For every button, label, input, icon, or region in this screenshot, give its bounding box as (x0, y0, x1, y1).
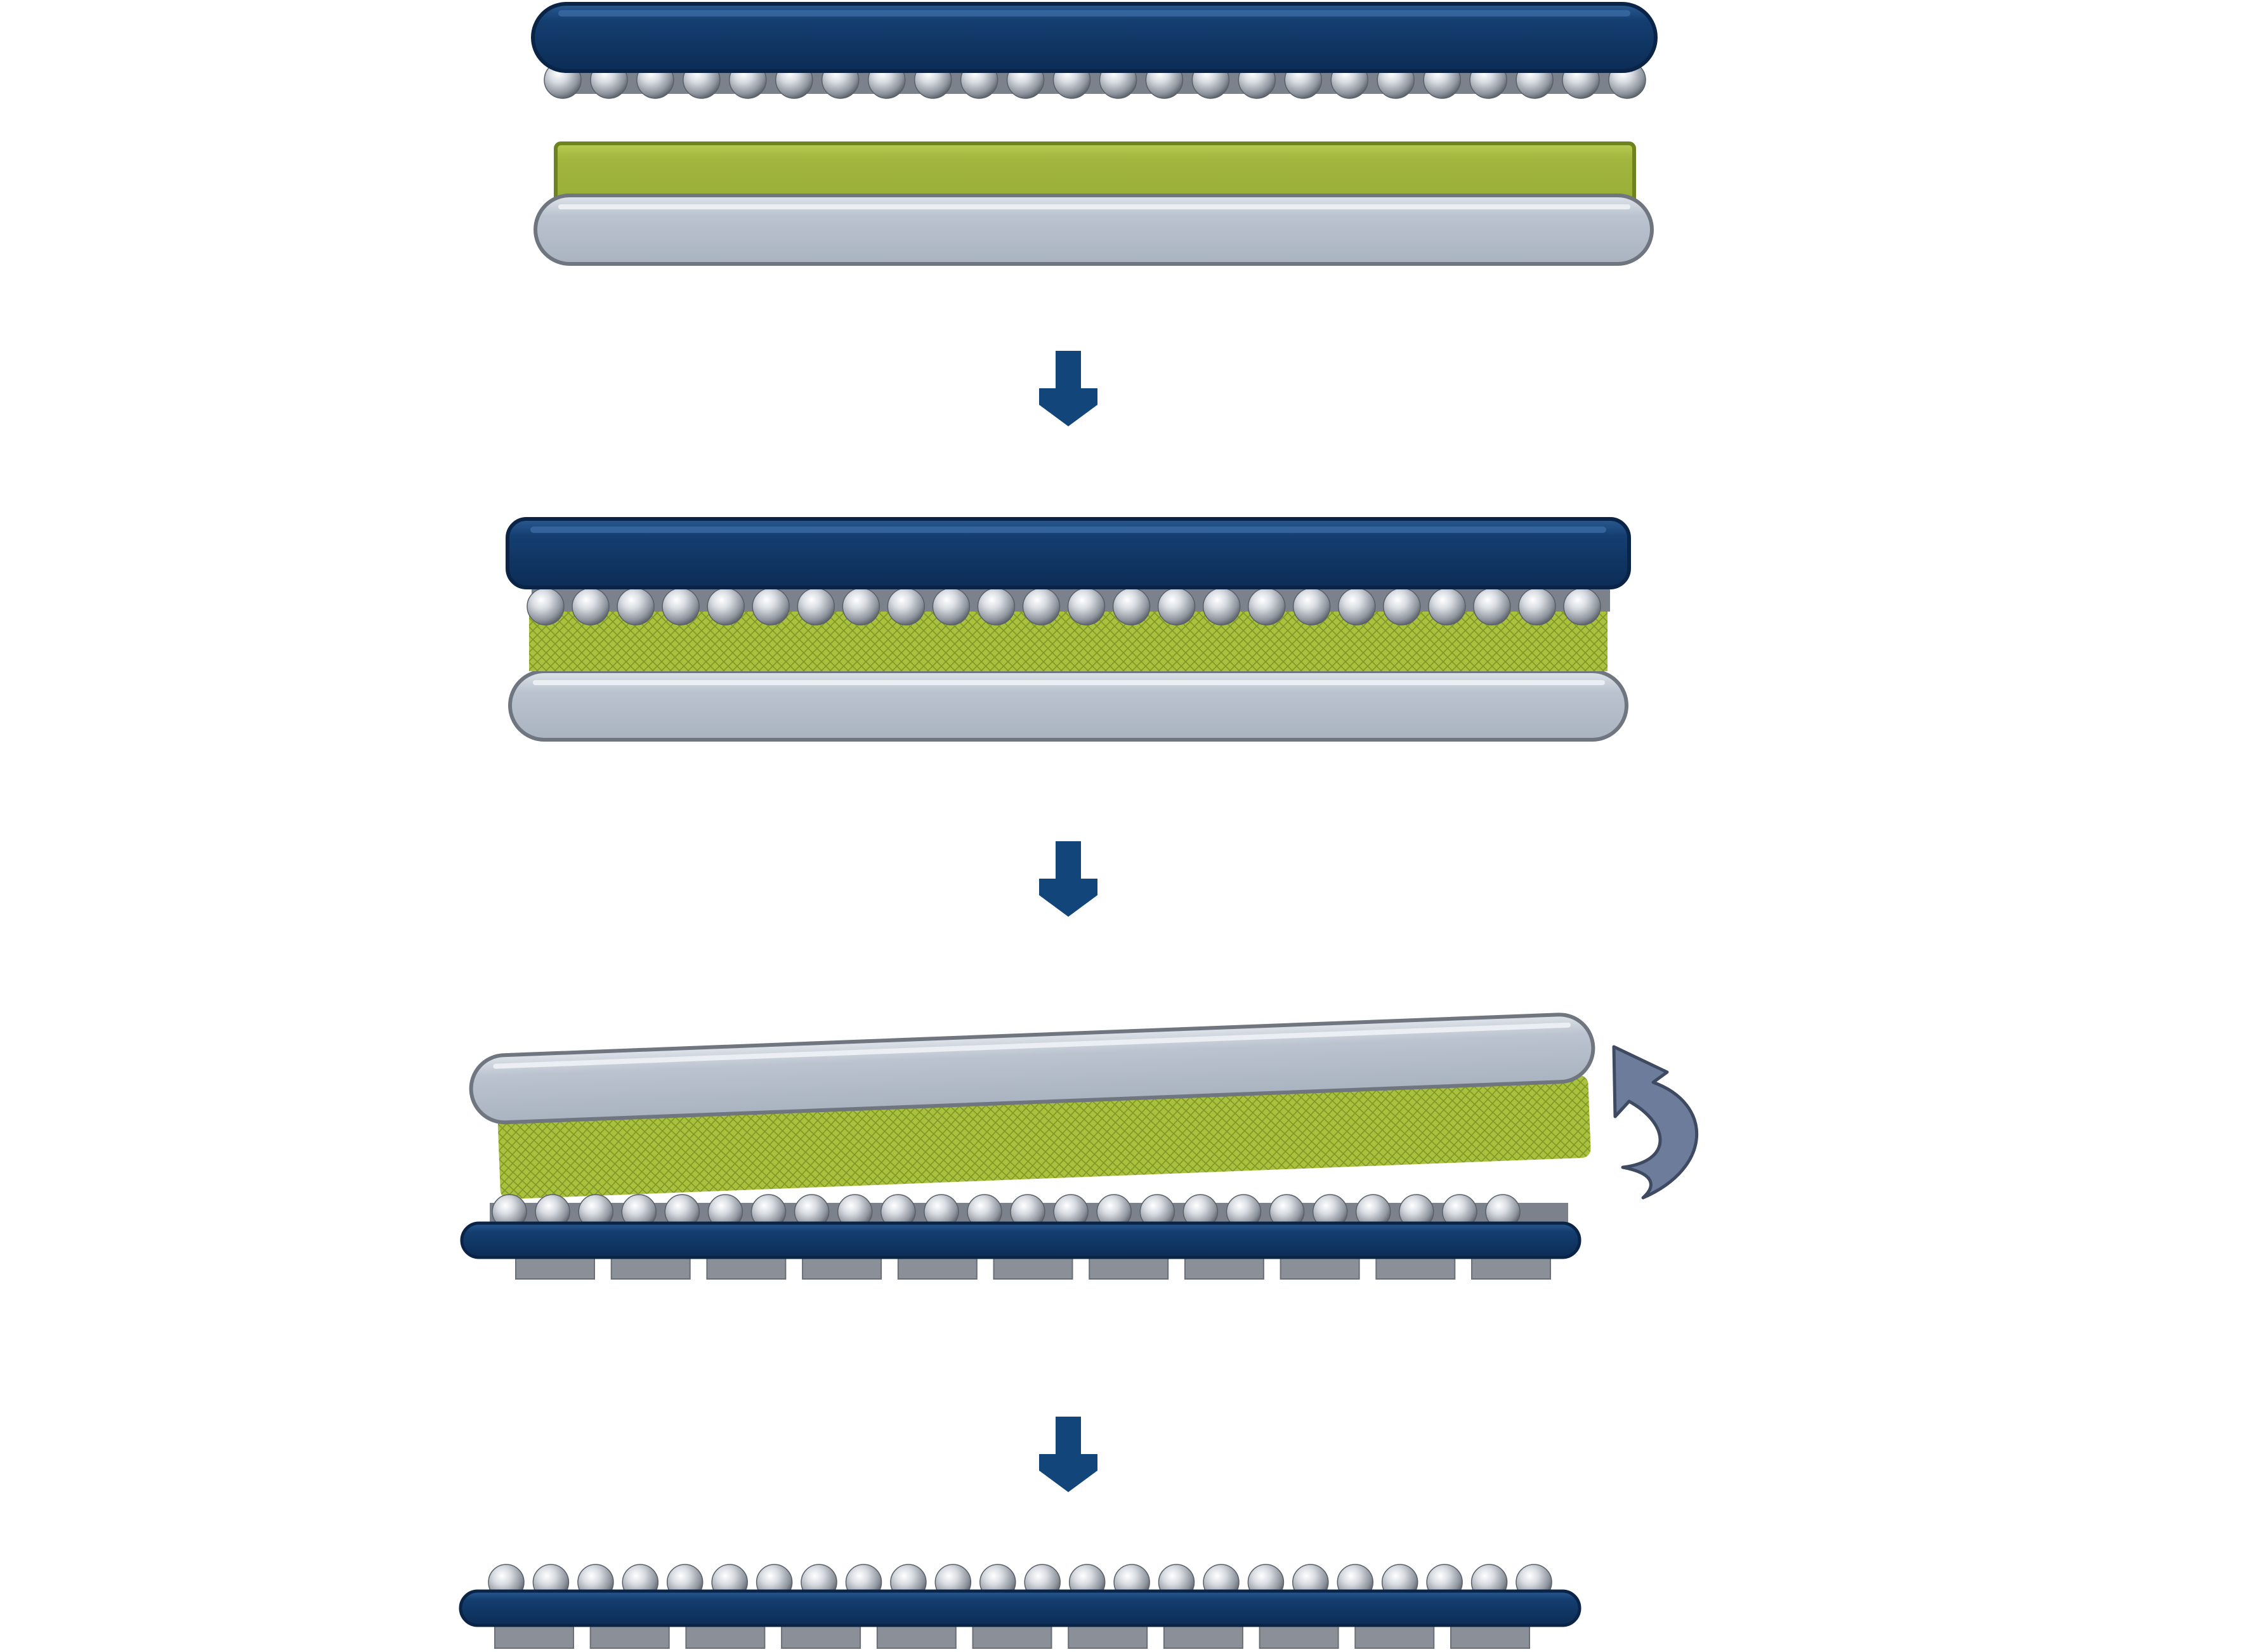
solder-ball (572, 587, 610, 626)
down-arrow-icon (1039, 351, 1097, 426)
solder-ball (1563, 587, 1601, 626)
solder-ball (707, 587, 745, 626)
solder-ball (662, 587, 700, 626)
solder-ball (977, 587, 1016, 626)
solder-ball (797, 587, 835, 626)
solder-ball (1157, 587, 1196, 626)
solder-ball (752, 587, 790, 626)
solder-ball (1067, 587, 1106, 626)
down-arrow-icon (1039, 1417, 1097, 1492)
navy-substrate (460, 1221, 1581, 1259)
solder-ball (1428, 587, 1466, 626)
solder-ball-row (527, 587, 1601, 626)
navy-carrier-plate (531, 2, 1658, 73)
down-arrow-icon (1039, 841, 1097, 917)
release-step (460, 1013, 1698, 1280)
navy-carrier-plate (506, 517, 1631, 589)
solder-ball-row (492, 1194, 1521, 1229)
grey-backing-plate (534, 193, 1654, 266)
solder-ball (617, 587, 655, 626)
solder-ball (1247, 587, 1286, 626)
carrier-highlight (558, 10, 1630, 16)
solder-ball (932, 587, 971, 626)
grey-highlight (558, 204, 1630, 209)
solder-ball (1383, 587, 1421, 626)
hatched-adhesive-layer (529, 608, 1607, 671)
solder-ball (1473, 587, 1511, 626)
carrier-highlight (530, 527, 1606, 533)
tilted-peel-assembly (469, 1013, 1595, 1200)
solder-ball (1292, 587, 1331, 626)
solder-ball (1202, 587, 1241, 626)
solder-ball (527, 587, 565, 626)
solder-ball (842, 587, 881, 626)
navy-substrate (459, 1589, 1581, 1627)
grey-highlight (493, 1022, 1571, 1069)
grey-highlight (533, 680, 1605, 685)
solder-ball (1112, 587, 1151, 626)
grey-backing-plate (469, 1013, 1595, 1125)
hatched-adhesive-layer (497, 1075, 1591, 1200)
solder-ball (1518, 587, 1556, 626)
solder-ball (1338, 587, 1376, 626)
final-transfer (459, 1564, 1581, 1649)
solder-ball (887, 587, 926, 626)
solder-ball (1022, 587, 1061, 626)
laminated-stack (506, 517, 1631, 742)
separated-stack (531, 2, 1658, 266)
curved-release-arrow-icon (1612, 1045, 1698, 1200)
